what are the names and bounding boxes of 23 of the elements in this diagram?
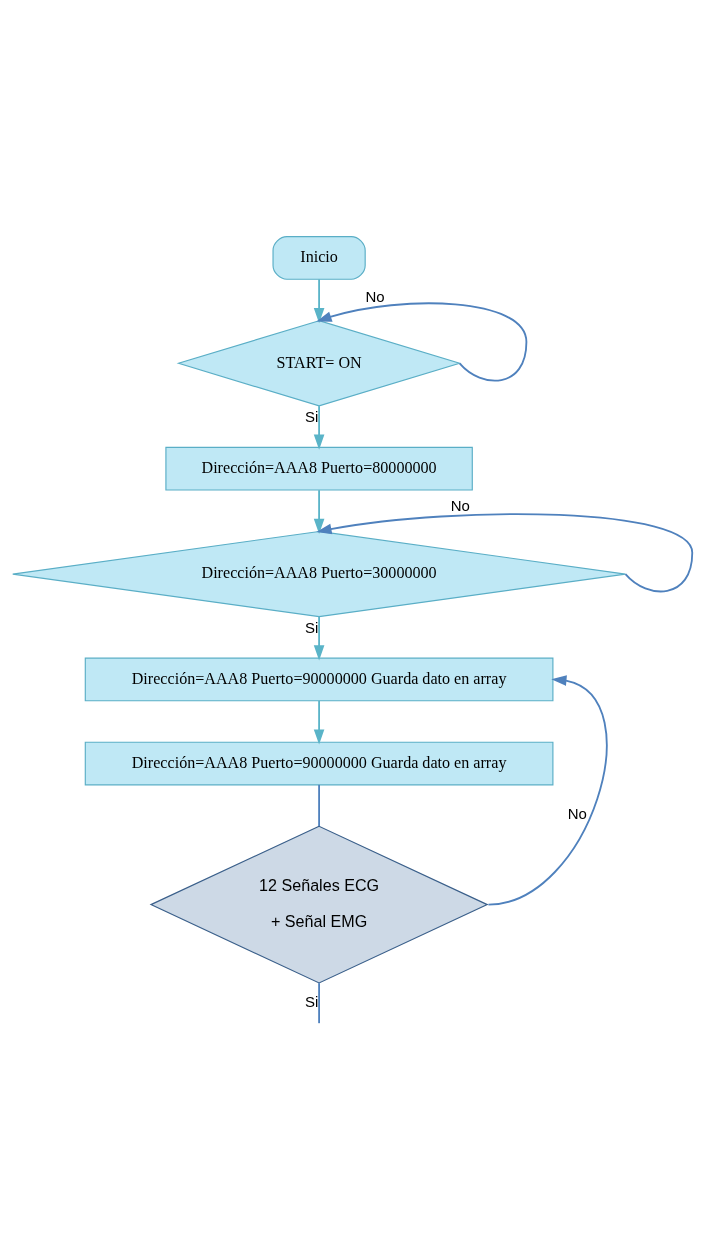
node-box: Dirección=AAA8 Puerto=90000000 Guarda dato en array — [84, 741, 554, 785]
arrow — [313, 615, 325, 661]
node-box: Dirección=AAA8 Puerto=90000000 Guarda dato en array — [84, 657, 554, 701]
edge-label: No — [450, 496, 470, 514]
edge-label: No — [567, 804, 587, 822]
node-diamond: 12 Señales ECG + Señal EMG — [149, 825, 489, 984]
node-box: Inicio — [272, 235, 366, 280]
node-diamond: Dirección=AAA8 Puerto=30000000 — [12, 530, 627, 617]
edge-label: No — [365, 287, 385, 305]
arrow — [313, 404, 325, 450]
node-box: Dirección=AAA8 Puerto=80000000 — [165, 446, 473, 491]
arrow — [316, 301, 528, 382]
connector — [318, 783, 321, 827]
arrow — [313, 488, 325, 534]
arrow — [487, 674, 608, 906]
node-diamond: START= ON — [176, 319, 462, 406]
arrow — [313, 699, 325, 745]
arrow — [316, 512, 694, 592]
edge-label: Si — [304, 618, 319, 636]
arrow — [313, 278, 325, 323]
edge-label: Si — [304, 992, 319, 1010]
connector — [318, 981, 321, 1024]
edge-label: Si — [304, 407, 319, 425]
